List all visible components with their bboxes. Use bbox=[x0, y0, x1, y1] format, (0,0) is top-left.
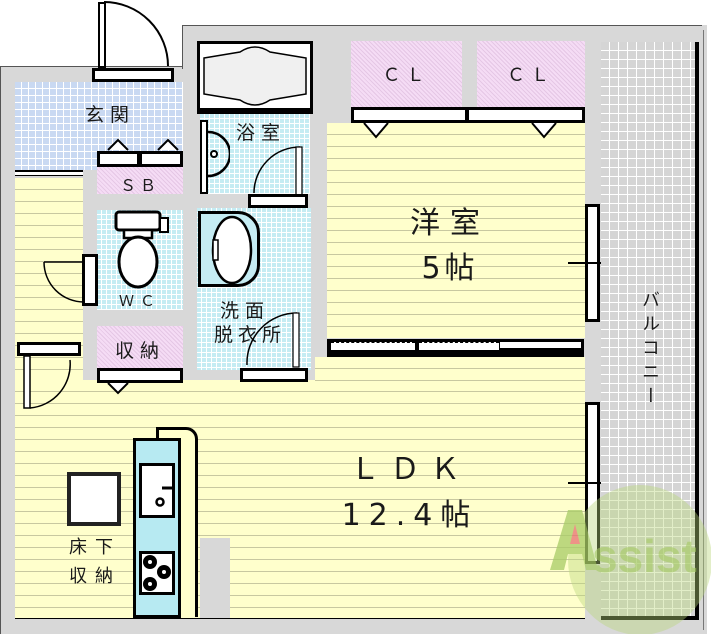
balcony-rail-outer bbox=[703, 30, 704, 630]
entrance-label: 玄関 bbox=[84, 104, 135, 126]
western-room-label: 洋室 bbox=[410, 206, 490, 241]
washroom-label-line2: 脱衣所 bbox=[213, 324, 286, 346]
closet-door-hinge-icon bbox=[363, 122, 557, 139]
stove-burners-icon bbox=[143, 555, 171, 591]
outer-outline-top bbox=[182, 25, 702, 26]
sliding-door-panel-1[interactable] bbox=[331, 342, 415, 350]
bathroom-mirror bbox=[200, 120, 208, 194]
washing-machine-drum-icon bbox=[211, 215, 253, 285]
washroom-door-swing-icon bbox=[246, 312, 300, 368]
ldk-floor bbox=[15, 380, 585, 618]
washroom-floor bbox=[197, 208, 311, 370]
toilet-icon bbox=[114, 210, 169, 289]
svg-text:ssist: ssist bbox=[592, 530, 697, 582]
balcony-label: バルコニー bbox=[639, 290, 660, 410]
closet-1-label: ＣＬ bbox=[382, 65, 431, 86]
corridor-storage-door-frame[interactable] bbox=[17, 342, 81, 356]
washroom-label-line1: 洗面 bbox=[219, 300, 270, 322]
kitchen-faucet-icon bbox=[155, 486, 174, 507]
outer-outline-top-left bbox=[0, 66, 182, 67]
toilet-label: ＷＣ bbox=[118, 292, 161, 310]
closet-2-door[interactable] bbox=[466, 107, 585, 123]
underfloor-storage-label-line2: 収納 bbox=[69, 566, 121, 587]
toilet-door-swing-icon bbox=[43, 261, 85, 303]
ldk-upper-floor bbox=[315, 357, 585, 387]
shoe-box-door-left[interactable] bbox=[97, 151, 140, 167]
closet-2-label: ＣＬ bbox=[507, 65, 555, 86]
bathroom-top-edge bbox=[197, 111, 313, 114]
kitchen-side-wall bbox=[200, 538, 230, 618]
ldk-size: 12.4帖 bbox=[341, 498, 479, 533]
shoe-box-hinge-icon bbox=[107, 138, 179, 151]
ldk-bottom-edge bbox=[15, 618, 585, 619]
entrance-step bbox=[15, 170, 83, 176]
underfloor-storage-label-line1: 床下 bbox=[69, 537, 121, 558]
ldk-window-mark bbox=[568, 482, 618, 484]
closet-2[interactable] bbox=[477, 41, 585, 107]
shoe-box-label: ＳＢ bbox=[119, 176, 160, 195]
storage-door[interactable] bbox=[97, 368, 183, 383]
storage[interactable] bbox=[97, 326, 183, 368]
bathtub-basin-icon bbox=[203, 46, 307, 106]
corridor-storage-door-swing-icon bbox=[23, 355, 71, 409]
western-room-size: 5帖 bbox=[421, 251, 479, 286]
storage-label: 収納 bbox=[114, 340, 165, 362]
balcony-floor bbox=[601, 42, 699, 620]
shoe-box-door-right[interactable] bbox=[139, 151, 183, 167]
outer-outline-left bbox=[182, 25, 183, 69]
washroom-door-frame[interactable] bbox=[240, 368, 308, 382]
kitchen-sink[interactable] bbox=[139, 463, 175, 518]
sliding-door-panel-3[interactable] bbox=[500, 342, 581, 348]
toilet-door-frame[interactable] bbox=[82, 254, 98, 306]
shoe-box[interactable] bbox=[97, 167, 183, 194]
ldk-label: ＬＤＫ bbox=[350, 452, 470, 487]
outer-outline-left-main bbox=[0, 66, 1, 634]
watermark-logo-icon: ssist bbox=[550, 485, 711, 634]
western-room-window-mark bbox=[568, 262, 618, 264]
sliding-door-panel-2[interactable] bbox=[419, 342, 499, 350]
bathroom-label: 浴室 bbox=[235, 122, 286, 144]
western-room-floor bbox=[327, 123, 585, 338]
storage-door-hinge-icon bbox=[107, 382, 129, 395]
entrance-door-frame[interactable] bbox=[92, 68, 174, 82]
bathroom-door-frame[interactable] bbox=[248, 194, 308, 208]
bathroom-door-swing-icon bbox=[253, 146, 303, 198]
entrance-door-leaf[interactable] bbox=[98, 2, 106, 68]
closet-1[interactable] bbox=[351, 41, 462, 107]
entrance-door-swing-icon bbox=[103, 1, 169, 67]
underfloor-storage-hatch[interactable] bbox=[67, 472, 121, 526]
bathroom-sink-icon bbox=[207, 130, 230, 178]
